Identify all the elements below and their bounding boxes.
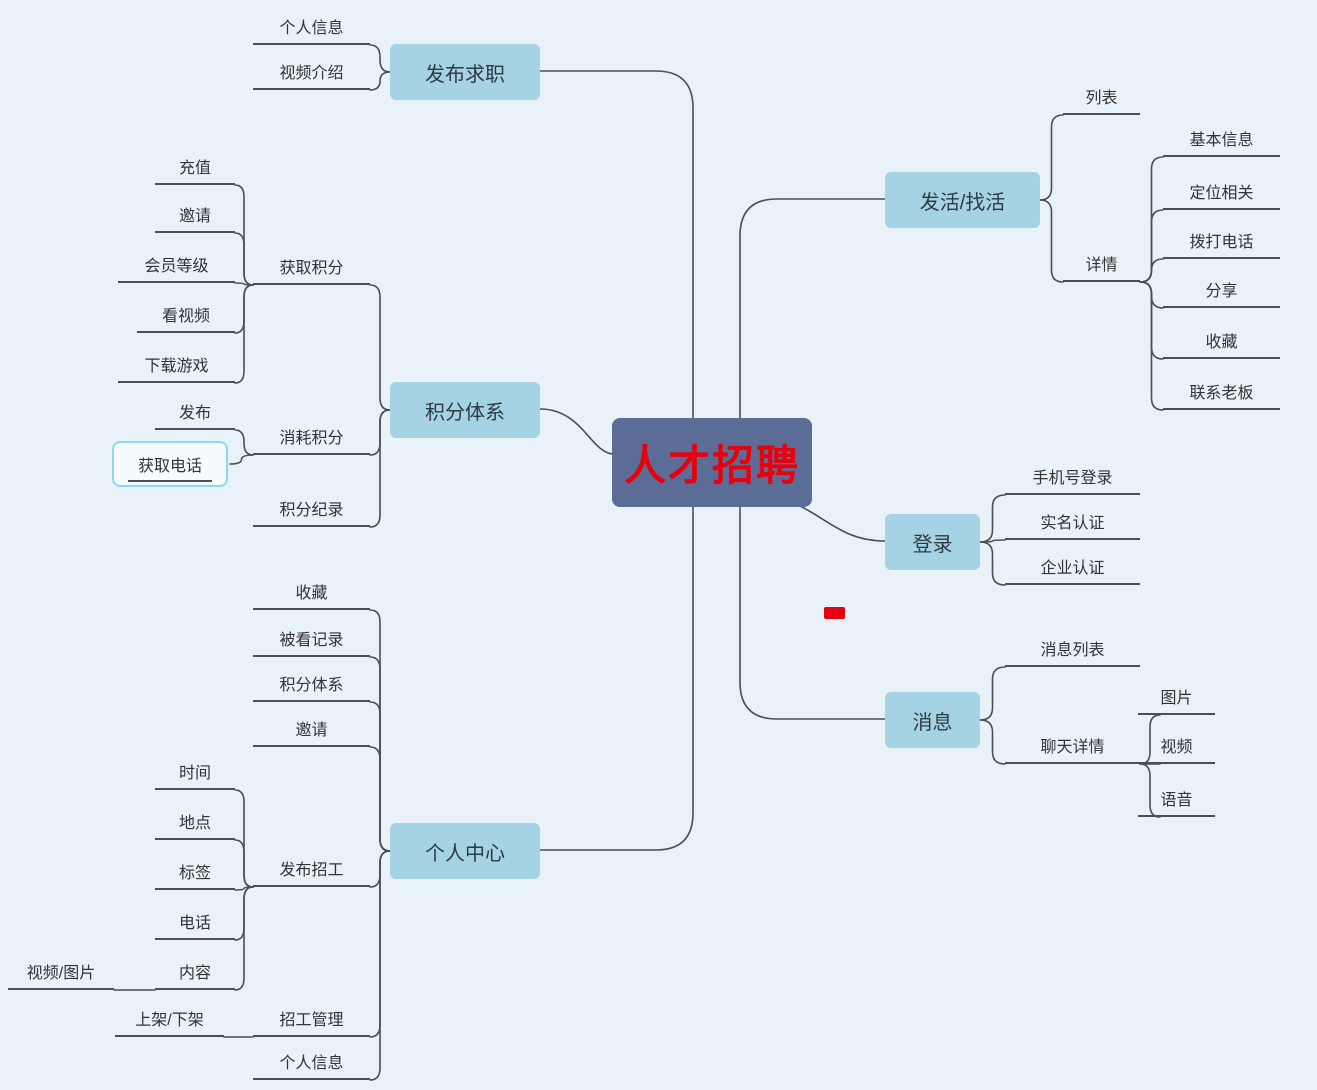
node-video-intro[interactable]: 视频介绍 [253, 62, 370, 90]
node-resume-personal-info[interactable]: 个人信息 [253, 17, 370, 45]
node-chat-detail[interactable]: 聊天详情 [1005, 736, 1140, 764]
node-location[interactable]: 地点 [155, 812, 235, 840]
node-spend-points[interactable]: 消耗积分 [253, 427, 370, 455]
node-chat-image[interactable]: 图片 [1138, 687, 1215, 715]
node-basic-info[interactable]: 基本信息 [1163, 129, 1280, 157]
red-marker [824, 607, 845, 619]
node-list[interactable]: 列表 [1063, 87, 1140, 115]
node-detail[interactable]: 详情 [1063, 254, 1140, 282]
node-content[interactable]: 内容 [155, 962, 235, 990]
node-download-game[interactable]: 下载游戏 [118, 355, 235, 383]
node-detail-favorite[interactable]: 收藏 [1163, 331, 1280, 359]
node-phone-login[interactable]: 手机号登录 [1005, 467, 1140, 495]
node-get-phone-label: 获取电话 [127, 452, 212, 482]
node-contact-boss[interactable]: 联系老板 [1163, 382, 1280, 410]
node-publish[interactable]: 发布 [155, 402, 235, 430]
node-pc-personal-info[interactable]: 个人信息 [253, 1052, 370, 1080]
node-chat-voice[interactable]: 语音 [1138, 789, 1215, 817]
node-publish-job[interactable]: 发布求职 [390, 44, 540, 100]
node-recharge[interactable]: 充值 [155, 157, 235, 185]
node-points-record[interactable]: 积分纪录 [253, 499, 370, 527]
node-tags[interactable]: 标签 [155, 862, 235, 890]
node-points-system[interactable]: 积分体系 [390, 382, 540, 438]
node-get-phone[interactable]: 获取电话 [112, 441, 228, 487]
node-time[interactable]: 时间 [155, 762, 235, 790]
node-call-phone[interactable]: 拨打电话 [1163, 231, 1280, 259]
node-recruit-manage[interactable]: 招工管理 [253, 1009, 370, 1037]
node-message[interactable]: 消息 [885, 692, 980, 748]
node-watch-video[interactable]: 看视频 [137, 305, 235, 333]
node-pc-points-system[interactable]: 积分体系 [253, 674, 370, 702]
node-real-name-auth[interactable]: 实名认证 [1005, 512, 1140, 540]
node-share[interactable]: 分享 [1163, 280, 1280, 308]
node-message-list[interactable]: 消息列表 [1005, 639, 1140, 667]
node-viewed-records[interactable]: 被看记录 [253, 629, 370, 657]
node-shelf[interactable]: 上架/下架 [115, 1009, 224, 1037]
node-enterprise-auth[interactable]: 企业认证 [1005, 557, 1140, 585]
central-topic-root[interactable]: 人才招聘 [612, 418, 812, 507]
node-video-image[interactable]: 视频/图片 [8, 962, 114, 990]
node-chat-video[interactable]: 视频 [1138, 736, 1215, 764]
node-earn-invite[interactable]: 邀请 [155, 205, 235, 233]
node-favorites[interactable]: 收藏 [253, 582, 370, 610]
node-personal-center[interactable]: 个人中心 [390, 823, 540, 879]
node-earn-points[interactable]: 获取积分 [253, 257, 370, 285]
node-publish-recruit[interactable]: 发布招工 [253, 859, 370, 887]
node-location-related[interactable]: 定位相关 [1163, 182, 1280, 210]
node-login[interactable]: 登录 [885, 514, 980, 570]
node-phone[interactable]: 电话 [155, 912, 235, 940]
node-post-find-job[interactable]: 发活/找活 [885, 172, 1040, 228]
node-pc-invite[interactable]: 邀请 [253, 719, 370, 747]
node-member-level[interactable]: 会员等级 [118, 255, 235, 283]
